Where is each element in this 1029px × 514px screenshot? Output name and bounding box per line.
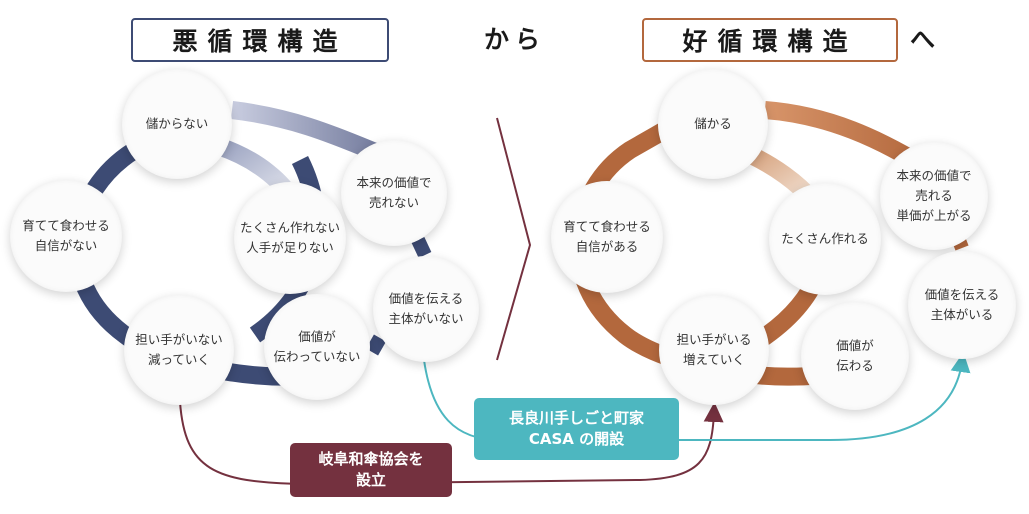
node-bad-no-communicator: 価値を伝える 主体がいない: [373, 256, 479, 362]
node-bad-no-confidence: 育てて食わせる 自信がない: [10, 180, 122, 292]
action-gifu-association: 岐阜和傘協会を 設立: [290, 443, 452, 497]
node-good-confident: 育てて食わせる 自信がある: [551, 181, 663, 293]
node-good-price-rises: 本来の価値で 売れる 単価が上がる: [880, 142, 988, 250]
arrow-casa: [423, 352, 971, 441]
from-connector-text: から: [484, 25, 547, 54]
node-good-successors-grow: 担い手がいる 増えていく: [659, 295, 769, 405]
node-good-can-make-many: たくさん作れる: [769, 183, 881, 295]
node-good-value-conveyed: 価値が 伝わる: [801, 302, 909, 410]
node-good-profitable: 儲かる: [658, 69, 768, 179]
node-bad-no-successors: 担い手がいない 減っていく: [124, 295, 234, 405]
node-bad-short-staffed: たくさん作れない 人手が足りない: [234, 182, 346, 294]
node-bad-not-profitable: 儲からない: [122, 69, 232, 179]
node-good-communicator-exists: 価値を伝える 主体がいる: [908, 251, 1016, 359]
chevron-separator: [496, 117, 532, 361]
action-casa-opening: 長良川手しごと町家 CASA の開設: [474, 398, 679, 460]
vicious-cycle-title: 悪循環構造: [131, 18, 389, 62]
node-bad-cannot-sell: 本来の価値で 売れない: [341, 140, 447, 246]
virtuous-cycle-title: 好循環構造: [642, 18, 898, 62]
to-connector-text: へ: [910, 25, 936, 54]
node-bad-value-not-conveyed: 価値が 伝わっていない: [264, 294, 370, 400]
